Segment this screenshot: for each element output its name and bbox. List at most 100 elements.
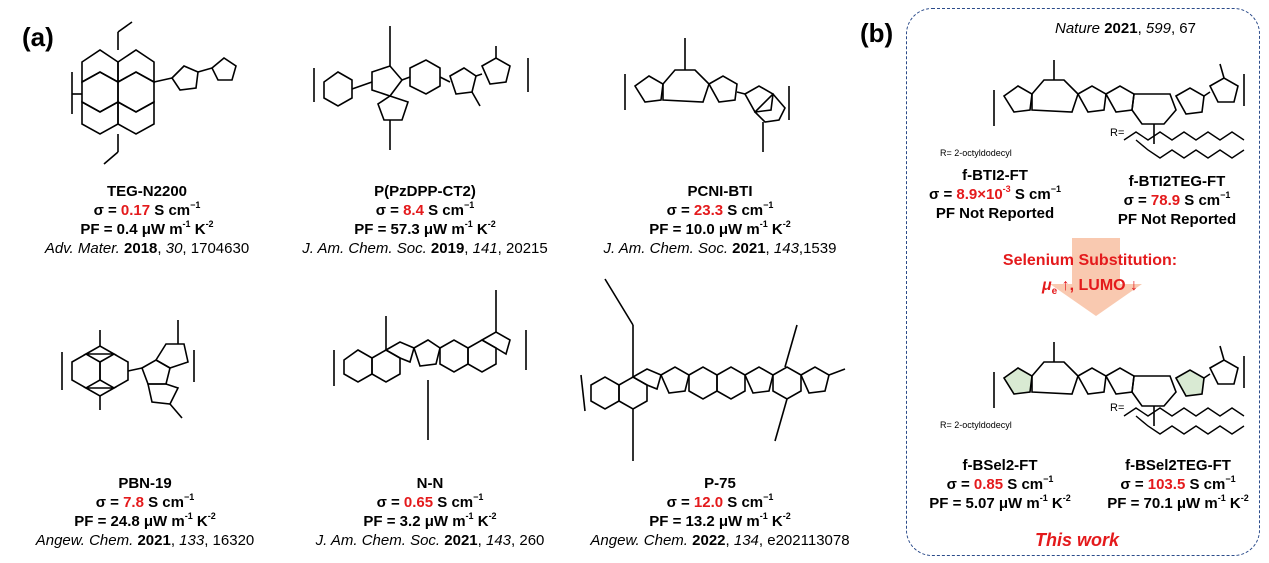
sigma-prefix: σ = [95,494,124,511]
sigma-exp: −1 [1043,474,1054,484]
r-group-note-top: R= 2-octyldodecyl [940,148,1012,158]
pf-exp2: -2 [487,219,496,229]
conductivity-line: σ = 103.5 S cm−1 [1088,475,1268,494]
panel-b-label: (b) [860,18,894,48]
r-group-note-bottom: R= 2-octyldodecyl [940,420,1012,430]
sigma-exp: −1 [1050,184,1061,194]
conductivity-line: σ = 12.0 S cm−1 [590,493,850,512]
pages: 1704630 [190,240,250,257]
conductivity-value: 7.8 [123,494,144,511]
conductivity-line: σ = 0.65 S cm−1 [280,493,580,512]
power-factor-line: PF = 24.8 μW m-1 K-2 [10,512,280,531]
sigma-exp: −1 [763,200,774,210]
pf-exp2: -2 [782,219,791,229]
volume: 141 [472,240,498,257]
polymer-name: f-BSel2TEG-FT [1125,457,1231,474]
pf-text: PF = 57.3 μW m [354,221,465,238]
pf-exp1: -1 [759,219,768,229]
conductivity-line: σ = 23.3 S cm−1 [570,201,870,220]
pf-exp2: -2 [205,219,214,229]
pf-exp2: -2 [207,511,216,521]
journal: J. Am. Chem. Soc. [302,240,427,257]
reference-line: Angew. Chem. 2022, 134, e202113078 [590,532,850,549]
sigma-exp: −1 [1220,190,1231,200]
pf-exp1: -1 [1039,493,1048,503]
journal: Adv. Mater. [44,240,120,257]
year: 2019 [430,240,465,257]
pages: 67 [1179,20,1196,37]
power-factor-line: PF = 0.4 μW m-1 K-2 [22,220,272,239]
panel-b-reference: Nature 2021, 599, 67 [1055,20,1196,37]
pf-text: PF = 70.1 μW m [1107,495,1218,512]
pf-exp1: -1 [465,511,474,521]
mu-subscript: e [1051,286,1058,298]
sigma-unit: S cm [433,494,474,511]
substitution-text: Selenium Substitution: μe ↑, LUMO ↓ [960,248,1220,304]
teg-side-chain-top-drawing [1123,131,1245,159]
pf-text: PF = 3.2 μW m [363,513,466,530]
power-factor-line: PF = 3.2 μW m-1 K-2 [280,512,580,531]
conductivity-line: σ = 78.9 S cm−1 [1092,191,1262,210]
year: 2021 [137,532,171,549]
journal: J. Am. Chem. Soc. [315,532,441,549]
sigma-prefix: σ = [666,494,694,511]
sigma-exp: −1 [183,492,195,502]
sigma-unit: S cm [150,202,191,219]
sigma-unit: S cm [1003,476,1044,493]
polymer-name: P(PzDPP-CT2) [374,183,476,200]
structure-p-75 [575,265,865,475]
pf-exp1: -1 [184,511,193,521]
pf-exp1: -1 [182,219,191,229]
sigma-prefix: σ = [376,494,404,511]
sigma-prefix: σ = [666,202,694,219]
pf-text: PF = 24.8 μW m [74,513,185,530]
volume: 143 [773,240,799,257]
sigma-unit: S cm [143,494,184,511]
sigma-unit: S cm [723,494,764,511]
teg-side-chain-bottom-drawing [1123,407,1245,435]
structure-pcni-bti-drawing [624,38,790,152]
structure-f-bsel2 [980,322,1250,442]
sigma-exp: −1 [190,200,201,210]
conductivity-line: σ = 7.8 S cm−1 [10,493,280,512]
conductivity-value: 78.9 [1150,192,1181,209]
mu-symbol: μ [1041,277,1052,294]
power-factor-line: PF = 70.1 μW m-1 K-2 [1088,494,1268,513]
power-factor-line: PF Not Reported [1117,211,1237,228]
volume: 133 [179,532,205,549]
reference-line: Angew. Chem. 2021, 133, 16320 [35,532,255,549]
pf-exp2: -2 [488,511,497,521]
structure-teg-n2200-drawing [71,21,237,165]
sigma-exp: −1 [473,492,484,502]
structure-pcni-bti [605,2,805,178]
power-factor-line: PF = 13.2 μW m-1 K-2 [590,512,850,531]
structure-p-pzdpp-ct2-drawing [313,26,529,150]
sigma-exp: −1 [763,492,774,502]
sigma-exp: −1 [1225,474,1236,484]
substitution-arrow [1048,238,1144,318]
caption-n-n: N-N σ = 0.65 S cm−1 PF = 3.2 μW m-1 K-2 … [280,474,580,550]
structure-pbn-19-drawing [61,320,195,419]
polymer-name: TEG-N2200 [106,183,188,200]
structure-n-n-drawing [333,290,527,440]
sigma-prefix: σ = [1120,476,1148,493]
caption-teg-n2200: TEG-N2200 σ = 0.17 S cm−1 PF = 0.4 μW m-… [22,182,272,258]
power-factor-line: PF = 5.07 μW m-1 K-2 [905,494,1095,513]
reference-line: J. Am. Chem. Soc. 2021, 143,1539 [603,240,837,257]
conductivity-value: 0.85 [973,476,1004,493]
structure-pbn-19 [42,290,262,450]
substitution-arrow-shape [1050,238,1142,316]
pages: 16320 [212,532,255,549]
journal: J. Am. Chem. Soc. [603,240,728,257]
power-factor-line: PF = 10.0 μW m-1 K-2 [570,220,870,239]
pf-exp1: -1 [464,219,473,229]
pf-text: PF = 10.0 μW m [649,221,760,238]
pages: e202113078 [767,532,850,549]
sigma-unit: S cm [1185,476,1226,493]
year: 2022 [692,532,726,549]
caption-f-bti2teg-ft: f-BTI2TEG-FT σ = 78.9 S cm−1 PF Not Repo… [1092,172,1262,229]
pf-exp2: -2 [1062,493,1071,503]
pf-text: PF = 13.2 μW m [649,513,760,530]
volume: 30 [165,240,183,257]
sigma-unit: S cm [723,202,764,219]
